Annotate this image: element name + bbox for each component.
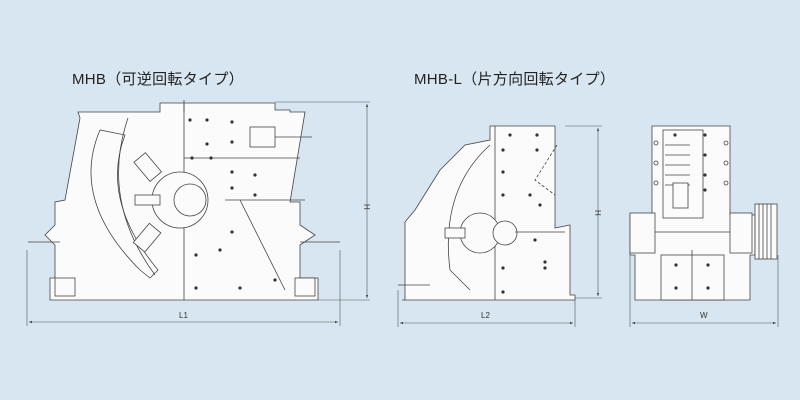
mhbl-end-drawing <box>629 125 778 301</box>
mhbl-height-label: H <box>593 210 602 216</box>
mhbl-side-drawing <box>398 125 576 301</box>
mhb-height-label: H <box>362 204 371 210</box>
mhbl-title: MHB-L（片方向回転タイプ） <box>414 71 616 88</box>
mhb-title: MHB（可逆回転タイプ） <box>72 71 244 88</box>
mhbl-width-label: W <box>700 311 708 320</box>
mhb-length-label: L1 <box>179 311 188 320</box>
mhb-drawing <box>28 100 340 301</box>
mhbl-length-label: L2 <box>481 311 490 320</box>
